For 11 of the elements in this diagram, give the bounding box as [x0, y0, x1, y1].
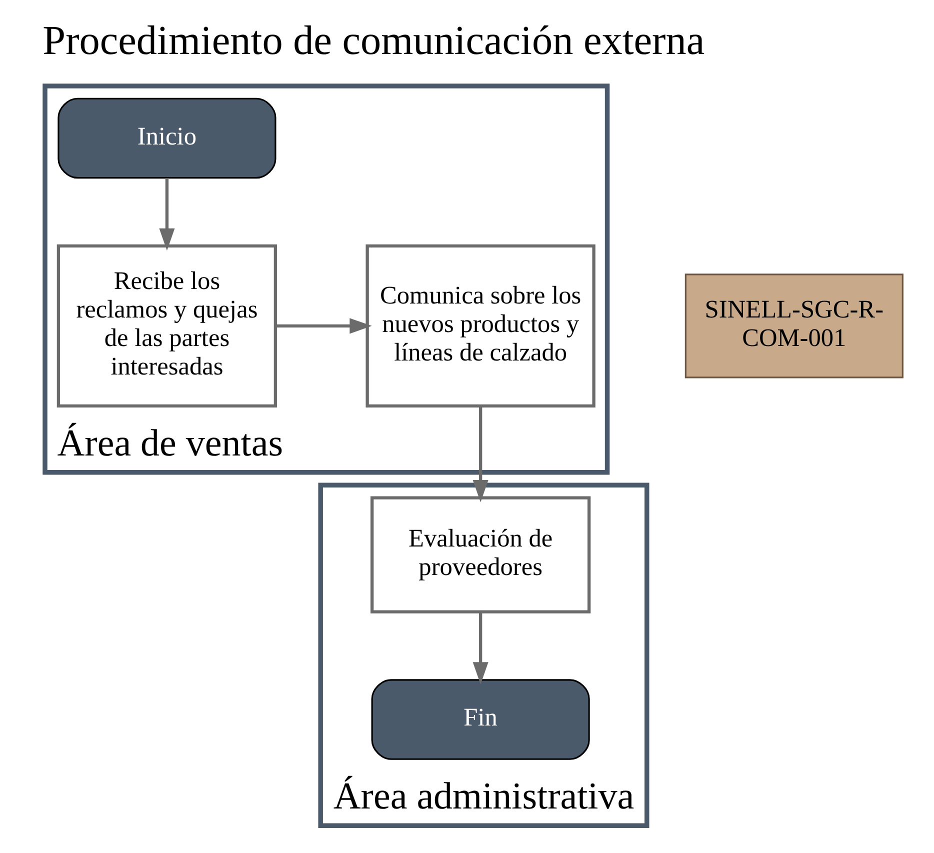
node-box: Fin: [370, 679, 590, 760]
diagram-title: Procedimiento de comunicación externa: [42, 16, 704, 63]
node-box: SINELL-SGC-R-COM-001: [684, 274, 903, 378]
node-box: Evaluación de proveedores: [370, 496, 590, 614]
arrow: [472, 612, 488, 684]
arrow: [472, 406, 488, 502]
arrow: [276, 318, 372, 334]
node-box: Inicio: [57, 98, 276, 179]
arrow: [158, 178, 174, 251]
node-box: Comunica sobre los nuevos productos y líneas de calzado: [365, 244, 595, 408]
node-box: Recibe los reclamos y quejas de las partes interesadas: [56, 244, 277, 408]
